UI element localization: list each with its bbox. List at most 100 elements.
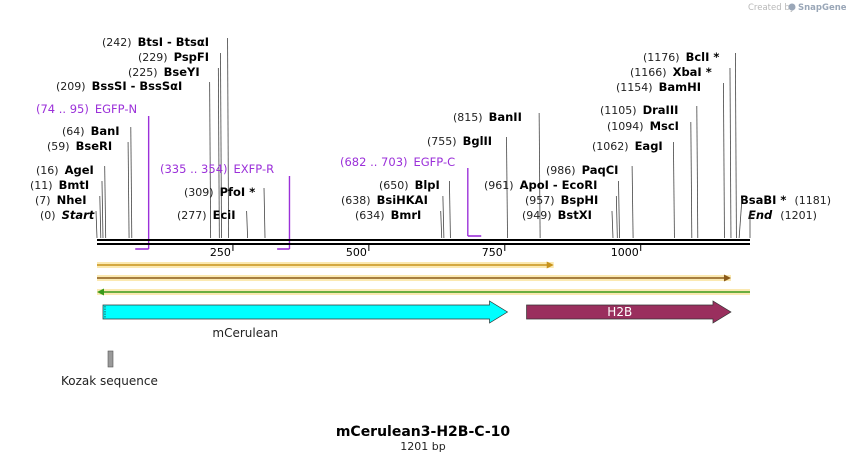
site-position: (986) xyxy=(546,164,576,177)
site-name: BmtI xyxy=(59,178,90,192)
site-position: (225) xyxy=(128,66,158,79)
site-leader xyxy=(611,210,614,239)
site-name: ApoI - EcoRI xyxy=(520,178,598,192)
site-name: PspFI xyxy=(174,50,209,64)
site-position: (961) xyxy=(484,179,514,192)
site-leader xyxy=(127,141,130,239)
feature-mcerulean: mCerulean xyxy=(102,300,509,340)
site-bcli: (1176)BclI * xyxy=(643,50,737,239)
site-name: BglII xyxy=(463,134,493,148)
site-leader xyxy=(615,195,618,239)
tick-label-500: 500 xyxy=(346,246,367,259)
site-nhei: (7) NheI xyxy=(35,193,102,239)
site-leader xyxy=(220,52,222,239)
site-bsihkai: (638)BsiHKAI xyxy=(341,193,445,239)
site-draiii: (1105) DraIII xyxy=(600,103,699,239)
site-end: End (1201) xyxy=(748,208,817,238)
primer-annotations: (74 .. 95)EGFP-N(335 .. 354)EXFP-R(682 .… xyxy=(36,102,482,250)
site-bamhi: (1154)BamHI xyxy=(616,80,725,239)
site-name: BlpI xyxy=(415,178,440,192)
site-position: (1094) xyxy=(607,120,644,133)
site-leader xyxy=(130,126,133,239)
site-leader xyxy=(101,180,104,239)
site-name: BstXI xyxy=(558,208,592,222)
site-leader xyxy=(246,210,249,239)
site-bseri: (59)BseRI xyxy=(47,139,130,239)
tick-label-250: 250 xyxy=(210,246,231,259)
site-bseyi: (225) BseYI xyxy=(128,65,220,239)
site-leader xyxy=(673,141,675,239)
orf-arrowhead xyxy=(546,261,554,269)
site-position: (1201) xyxy=(780,209,817,222)
site-ecii: (277)EciI xyxy=(177,208,249,239)
site-position: (64) xyxy=(62,125,85,138)
site-position: (0) xyxy=(40,209,56,222)
site-name: BssSI - BssSαI xyxy=(92,79,183,93)
tick-label-1000: 1000 xyxy=(611,246,639,259)
site-name: BmrI xyxy=(391,208,422,222)
site-leader xyxy=(506,136,508,239)
site-bsabi: BsaBI *(1181) xyxy=(738,193,831,239)
site-position: (209) xyxy=(56,80,86,93)
site-position: (1062) xyxy=(592,140,629,153)
primer-range: (74 .. 95) xyxy=(36,102,89,116)
site-leader xyxy=(449,180,451,239)
site-leader xyxy=(618,180,620,239)
site-name: DraIII xyxy=(643,103,679,117)
site-name: BseYI xyxy=(164,65,200,79)
site-position: (755) xyxy=(427,135,457,148)
site-agei: (16)AgeI xyxy=(36,163,107,239)
orf-tracks xyxy=(97,261,750,296)
primer-egfp-c: (682 .. 703)EGFP-C xyxy=(340,155,482,237)
site-leader xyxy=(95,210,98,239)
site-blpi: (650) BlpI xyxy=(379,178,451,239)
feature-label: mCerulean xyxy=(212,326,278,340)
site-leader xyxy=(538,112,541,239)
site-leader xyxy=(104,165,107,239)
site-bani: (64)BanI xyxy=(62,124,133,239)
site-name: PaqCI xyxy=(582,163,619,177)
site-bsssi-bsss-i: (209) BssSI - BssSαI xyxy=(56,79,212,239)
site-name: BanII xyxy=(489,110,522,124)
primer-egfp-n: (74 .. 95)EGFP-N xyxy=(36,102,150,250)
restriction-sites: (0) Start (7) NheI (11) BmtI(16)AgeI(59)BseRI… xyxy=(30,35,831,239)
site-leader xyxy=(99,195,102,239)
site-name: End xyxy=(748,208,773,222)
site-position: (650) xyxy=(379,179,409,192)
feature-h2b: H2B xyxy=(526,300,732,324)
site-apoi-ecori: (961) ApoI - EcoRI xyxy=(484,178,620,239)
site-name: BsaBI * xyxy=(740,193,786,207)
site-msci: (1094)MscI xyxy=(607,119,693,239)
site-pfoi: (309)PfoI * xyxy=(184,185,266,239)
site-name: BtsI - BtsαI xyxy=(138,35,209,49)
site-xbai: (1166)XbaI * xyxy=(630,65,732,239)
site-leader xyxy=(631,165,634,239)
site-position: (7) xyxy=(35,194,51,207)
site-leader xyxy=(209,81,212,239)
site-position: (1105) xyxy=(600,104,637,117)
site-position: (11) xyxy=(30,179,53,192)
top-strand xyxy=(97,239,750,241)
site-leader xyxy=(723,82,725,239)
site-position: (815) xyxy=(453,111,483,124)
site-position: (229) xyxy=(138,51,168,64)
site-name: BseRI xyxy=(76,139,113,153)
site-name: Start xyxy=(62,208,95,222)
feature-arrow xyxy=(526,300,732,324)
site-leader xyxy=(263,187,266,239)
construct-length: 1201 bp xyxy=(400,440,445,453)
site-btsi-bts-i: (242)BtsI - BtsαI xyxy=(102,35,229,239)
feature-label: Kozak sequence xyxy=(61,374,158,388)
site-position: (1176) xyxy=(643,51,680,64)
snapgene-logo-icon xyxy=(788,3,796,11)
site-leader xyxy=(735,52,737,239)
site-bsphi: (957)BspHI xyxy=(525,193,618,239)
bottom-strand xyxy=(97,243,750,245)
site-leader xyxy=(690,121,693,239)
site-position: (16) xyxy=(36,164,59,177)
site-leader xyxy=(217,67,220,239)
site-name: NheI xyxy=(57,193,87,207)
orf-2 xyxy=(97,274,731,282)
feature-arrow xyxy=(102,300,509,324)
site-name: EagI xyxy=(635,139,663,153)
